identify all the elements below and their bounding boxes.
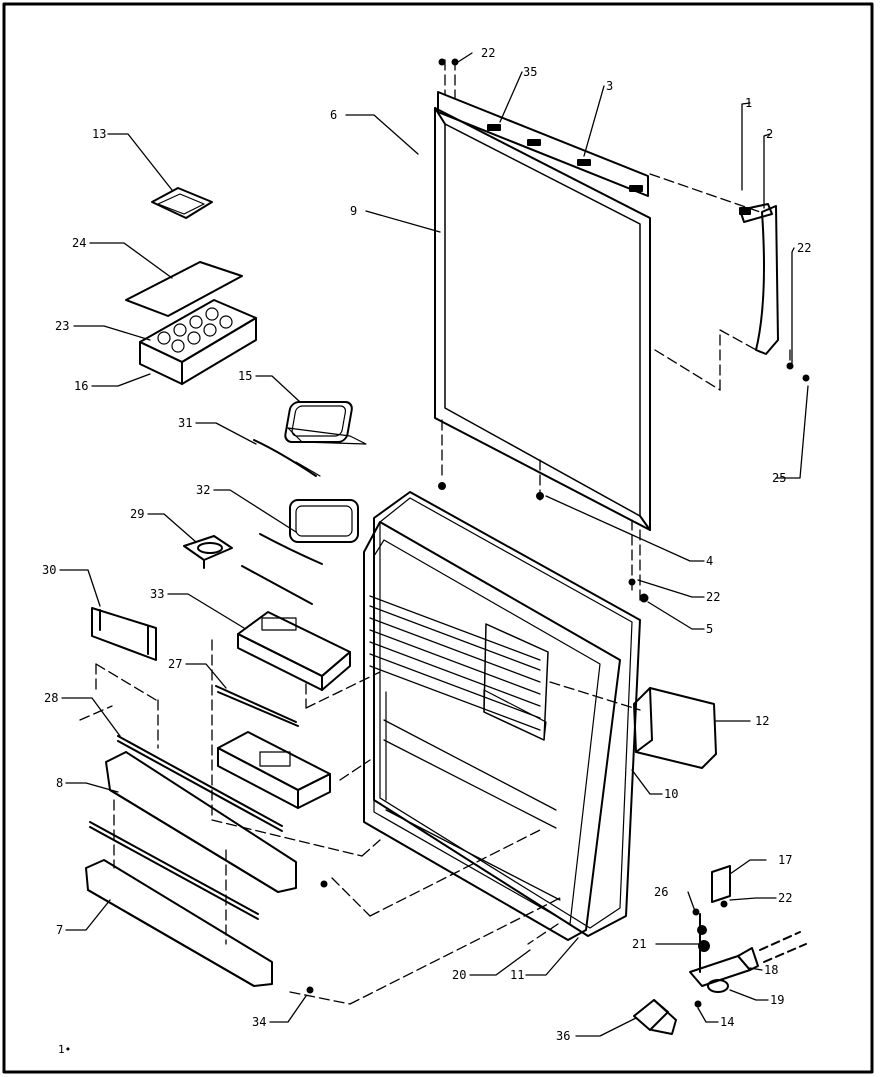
- callout-17: 17: [778, 853, 793, 867]
- callout-10: 10: [664, 787, 679, 801]
- callout-22-hinge: 22: [778, 891, 793, 905]
- callout-6: 6: [330, 108, 338, 122]
- callout-7: 7: [56, 923, 64, 937]
- callout-2: 2: [766, 127, 774, 141]
- callout-30: 30: [42, 563, 57, 577]
- callout-13: 13: [92, 127, 107, 141]
- callout-14: 14: [720, 1015, 735, 1029]
- callout-21: 21: [632, 937, 647, 951]
- callout-36: 36: [556, 1029, 571, 1043]
- callout-15: 15: [238, 369, 253, 383]
- rail-32: [259, 533, 323, 565]
- callout-19: 19: [770, 993, 785, 1007]
- freezer-door: [434, 107, 651, 531]
- door-top-trim: [437, 91, 649, 197]
- hinge-cover-36: [633, 999, 677, 1035]
- assembly-lines-upper: [441, 59, 791, 601]
- shelf-bar-28: [117, 735, 283, 832]
- callout-8: 8: [56, 776, 64, 790]
- storage-container-15: [284, 401, 367, 445]
- callout-9: 9: [350, 204, 358, 218]
- dairy-door-30: [91, 607, 157, 661]
- callout-20: 20: [452, 968, 467, 982]
- callout-1: 1: [745, 96, 753, 110]
- ice-tray-cover: [125, 261, 243, 317]
- callout-23: 23: [55, 319, 70, 333]
- callout-26: 26: [654, 885, 669, 899]
- fasteners-upper: [438, 58, 810, 603]
- callout-24: 24: [72, 236, 87, 250]
- callout-22-top: 22: [481, 46, 496, 60]
- egg-holder-29: [183, 535, 233, 569]
- shelf-bar-lower: [89, 821, 259, 920]
- butter-compartment-12: [633, 687, 717, 769]
- callout-29: 29: [130, 507, 145, 521]
- rail-31: [253, 439, 321, 477]
- door-handle: [739, 203, 779, 355]
- callout-3: 3: [606, 79, 614, 93]
- door-bin-33: [237, 565, 351, 691]
- callout-18: 18: [764, 963, 779, 977]
- callout-16: 16: [74, 379, 89, 393]
- callout-35: 35: [523, 65, 538, 79]
- storage-container-32: [289, 499, 359, 543]
- door-bin-lower: [217, 731, 331, 809]
- callout-28: 28: [44, 691, 59, 705]
- callout-31: 31: [178, 416, 193, 430]
- callout-5: 5: [706, 622, 714, 636]
- ice-tray: [139, 299, 257, 385]
- callout-27: 27: [168, 657, 183, 671]
- hinge-bracket-17: [711, 865, 731, 903]
- callout-34: 34: [252, 1015, 267, 1029]
- door-shelf-7: [85, 859, 273, 987]
- ice-bin-small: [151, 187, 213, 219]
- callout-22-door: 22: [706, 590, 721, 604]
- callout-12: 12: [755, 714, 770, 728]
- fresh-food-door-liner: [363, 491, 641, 941]
- callout-25: 25: [772, 471, 787, 485]
- callout-32: 32: [196, 483, 211, 497]
- callout-4: 4: [706, 554, 714, 568]
- callout-11: 11: [510, 968, 525, 982]
- page-corner-mark: 1•: [58, 1043, 72, 1056]
- shelf-rail-27: [215, 685, 299, 727]
- hinge-assembly: [689, 913, 807, 993]
- callout-33: 33: [150, 587, 165, 601]
- leader-lines: [59, 52, 809, 1037]
- callout-22-right: 22: [797, 241, 812, 255]
